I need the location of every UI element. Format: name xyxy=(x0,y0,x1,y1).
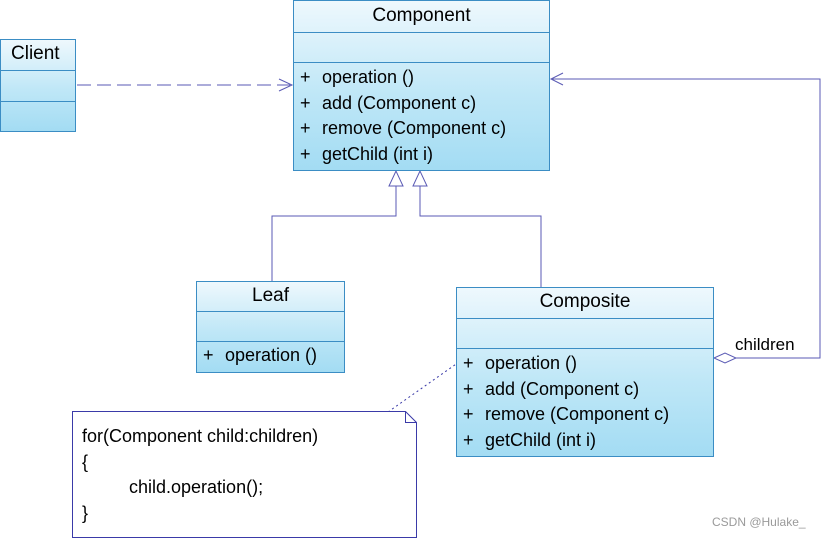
operation-item: + add (Component c) xyxy=(300,91,549,117)
children-association-label: children xyxy=(735,335,795,354)
leaf-operations: + operation () xyxy=(197,341,344,372)
leaf-attributes xyxy=(197,311,344,341)
operation-label: add (Component c) xyxy=(485,378,640,399)
client-attributes xyxy=(1,70,75,101)
note-anchor-line xyxy=(387,361,460,413)
operation-item: + getChild (int i) xyxy=(463,428,713,454)
composite-generalization-arrowhead xyxy=(412,169,428,187)
visibility-symbol: + xyxy=(300,143,311,164)
visibility-symbol: + xyxy=(463,378,474,399)
operation-label: add (Component c) xyxy=(322,92,477,113)
operation-item: + add (Component c) xyxy=(463,377,713,403)
leaf-generalization-line xyxy=(271,186,397,281)
leaf-class: Leaf + operation () xyxy=(196,281,345,373)
component-attributes xyxy=(294,32,549,62)
operation-label: remove (Component c) xyxy=(322,118,507,138)
operation-label: getChild (int i) xyxy=(485,429,597,450)
operation-item: + getChild (int i) xyxy=(300,142,549,168)
visibility-symbol: + xyxy=(463,429,474,450)
dependency-arrowhead xyxy=(278,78,294,92)
leaf-class-name: Leaf xyxy=(252,285,289,306)
visibility-symbol: + xyxy=(463,404,474,424)
composite-operations: + operation () + add (Component c) + remove… xyxy=(457,348,713,456)
aggregation-arrowhead xyxy=(549,72,564,86)
client-class: Client xyxy=(0,39,76,132)
composite-class: Composite + operation () + add (Component … xyxy=(456,287,714,457)
client-operations xyxy=(1,101,75,131)
operation-item: + remove (Component c) xyxy=(463,402,713,428)
note-line: } xyxy=(82,503,89,523)
client-class-name: Client xyxy=(11,43,60,64)
operation-label: getChild (int i) xyxy=(322,143,434,164)
component-class: Component + operation () + add (Component … xyxy=(293,0,550,171)
operation-label: operation () xyxy=(322,67,415,87)
operation-item: + operation () xyxy=(300,65,549,91)
note-line: for(Component child:children) xyxy=(82,426,319,446)
note-shape xyxy=(72,411,417,538)
visibility-symbol: + xyxy=(463,353,474,373)
composite-generalization-line xyxy=(419,186,542,287)
operation-label: operation () xyxy=(485,353,578,373)
note-line: { xyxy=(82,452,89,472)
component-operations: + operation () + add (Component c) + remove… xyxy=(294,62,549,170)
composite-attributes xyxy=(457,318,713,348)
component-class-name: Component xyxy=(372,5,471,26)
operation-label: operation () xyxy=(225,345,318,365)
visibility-symbol: + xyxy=(203,345,214,365)
aggregation-diamond xyxy=(712,352,738,364)
composite-class-name: Composite xyxy=(539,291,631,312)
operation-item: + remove (Component c) xyxy=(300,116,549,142)
operation-item: + operation () xyxy=(463,351,713,377)
note-line: child.operation(); xyxy=(129,477,264,497)
leaf-generalization-arrowhead xyxy=(388,169,404,187)
operation-item: + operation () xyxy=(203,343,344,369)
visibility-symbol: + xyxy=(300,67,311,87)
operation-label: remove (Component c) xyxy=(485,404,670,424)
visibility-symbol: + xyxy=(300,118,311,138)
visibility-symbol: + xyxy=(300,92,311,113)
watermark: CSDN @Hulake_ xyxy=(712,515,806,529)
code-note: for(Component child:children) { child.op… xyxy=(72,411,417,538)
